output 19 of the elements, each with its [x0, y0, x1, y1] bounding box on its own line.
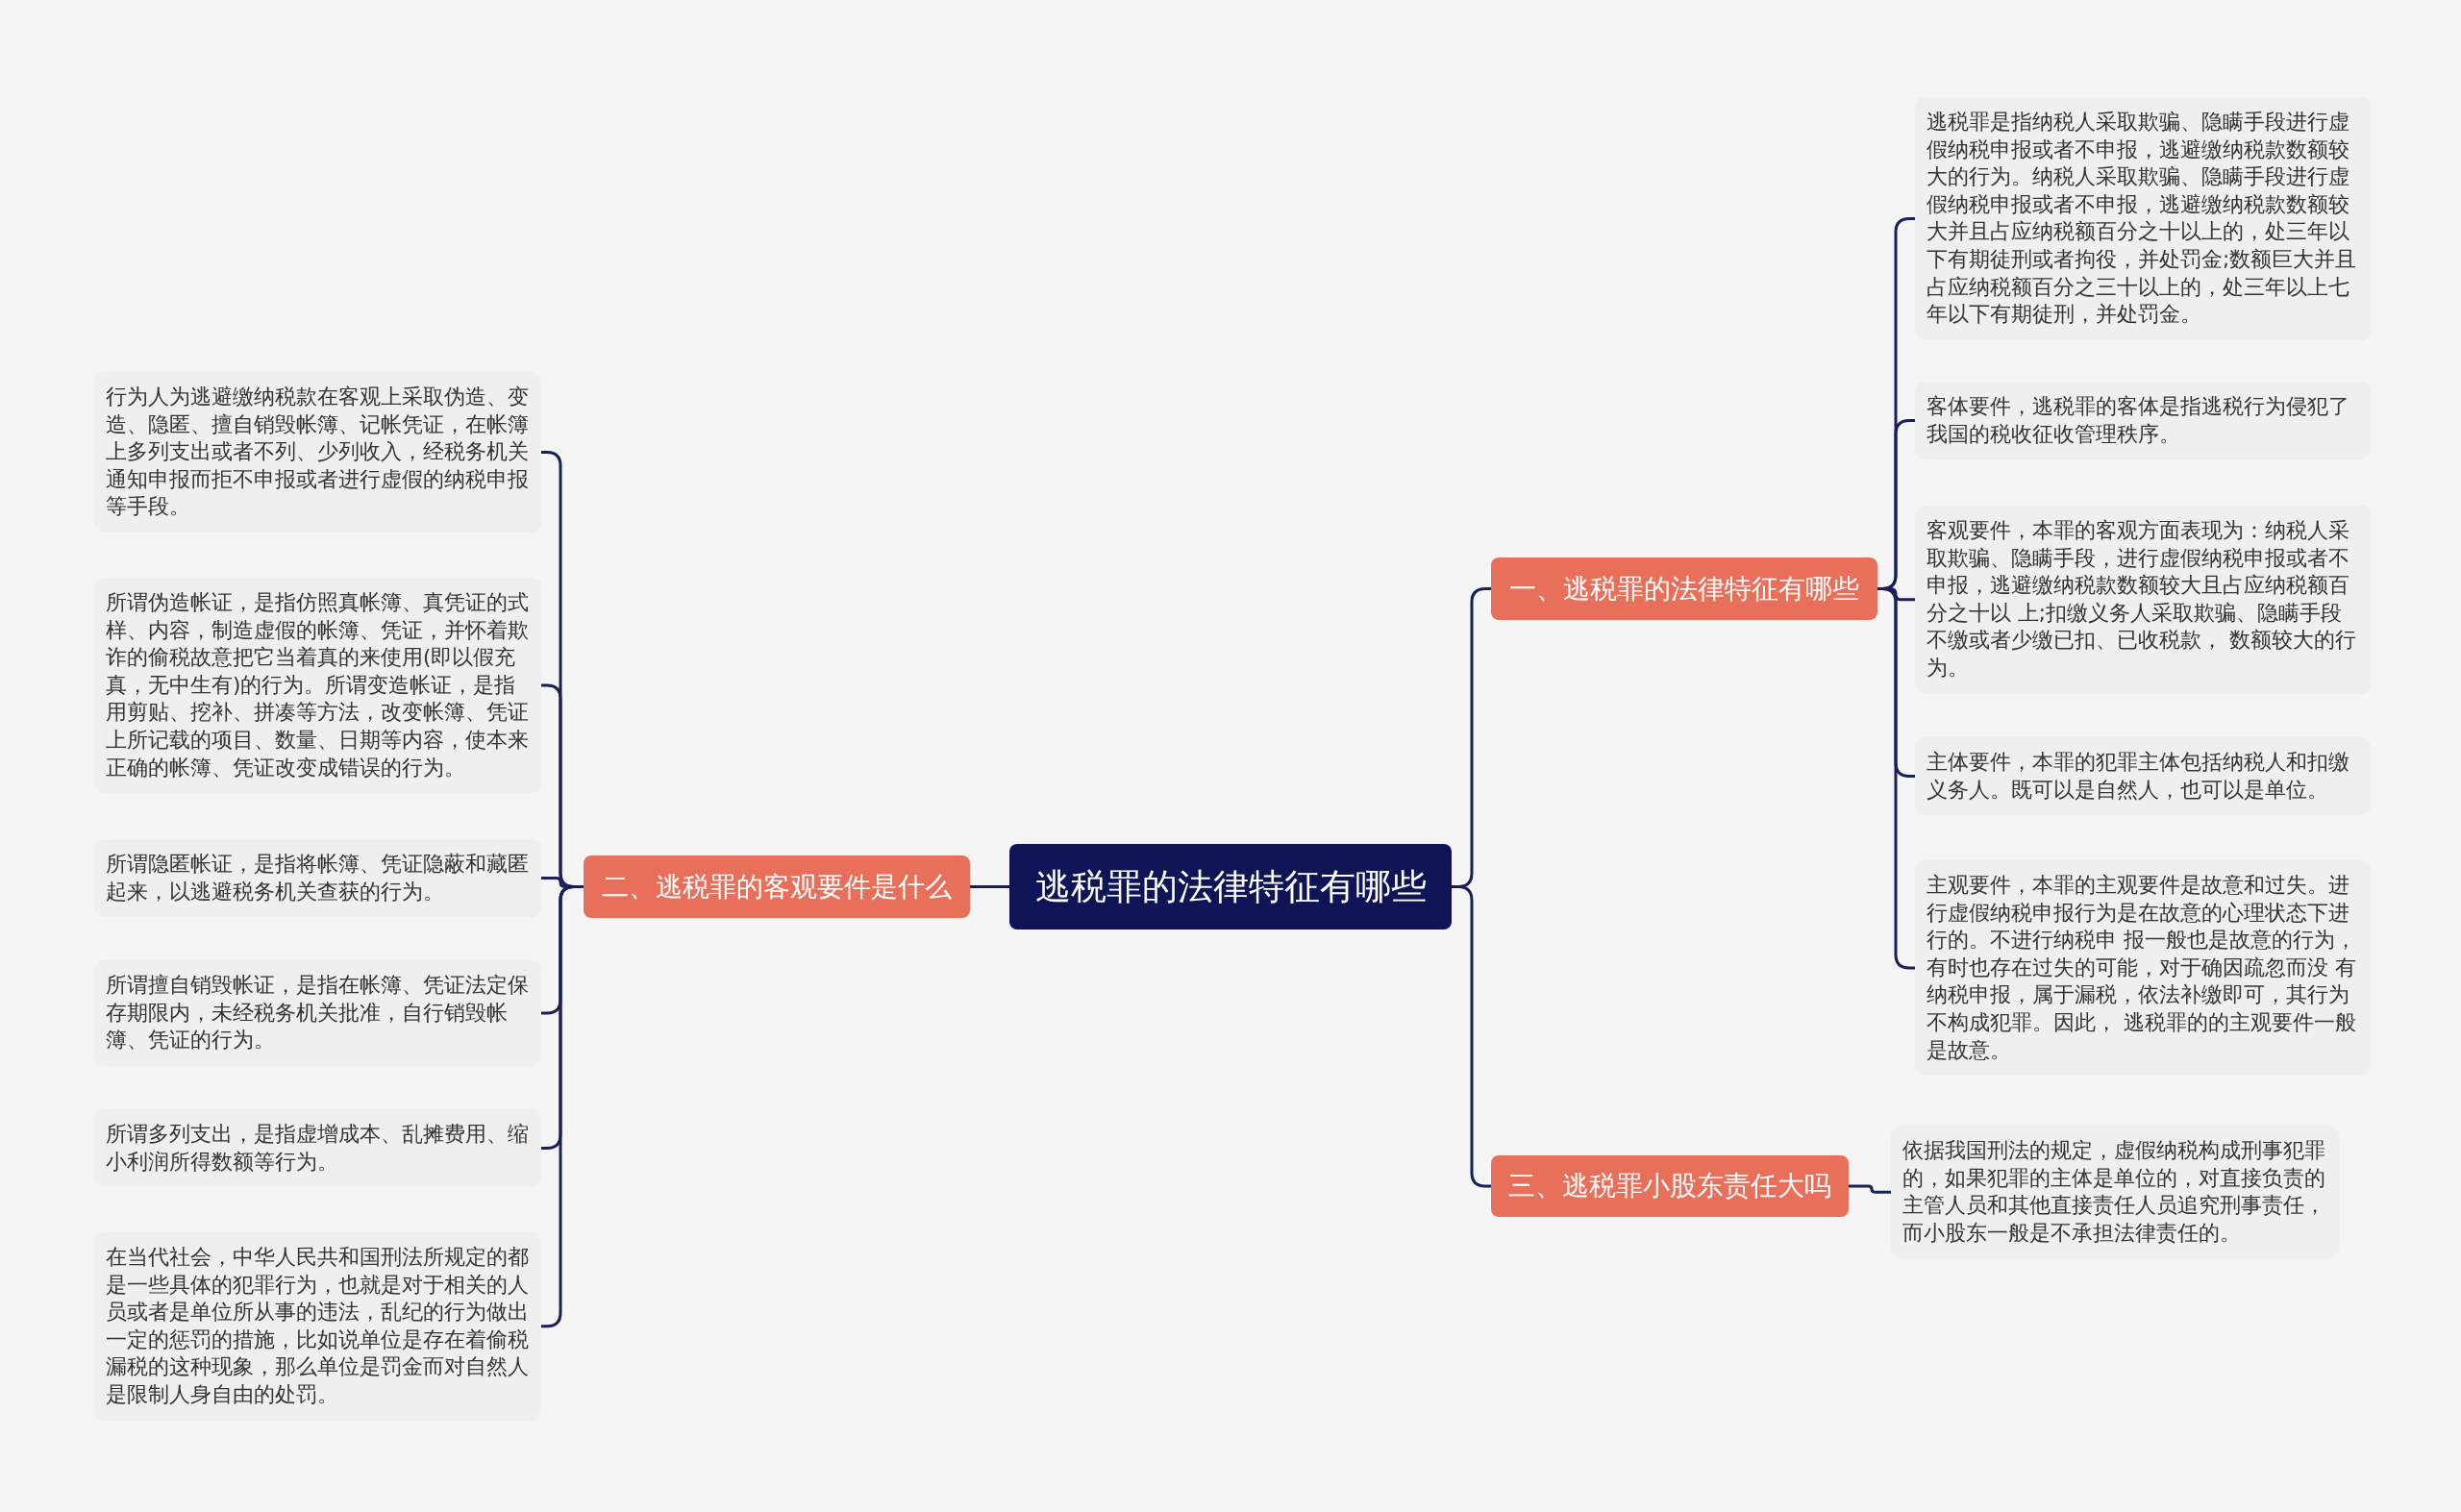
- branch-topic-box: 二、逃税罪的客观要件是什么: [584, 855, 970, 918]
- text-card: 主观要件，本罪的主观要件是故意和过失。进行虚假纳税申报行为是在故意的心理状态下进行的。不进行纳税申 报一般也是故意的行为，有时也存在过失的可能，对于确因疏忽而没 有纳税申报，属于漏税，依法补缴即可，其行为不构成犯罪。因此， 逃税罪的的主观要件一般是故意。: [1915, 860, 2371, 1077]
- text-card: 客体要件，逃税罪的客体是指逃税行为侵犯了我国的税收征收管理秩序。: [1915, 382, 2371, 460]
- connector-line: [1849, 1184, 1891, 1194]
- central-topic-box: 逃税罪的法律特征有哪些: [1009, 844, 1452, 930]
- text-card: 所谓多列支出，是指虚增成本、乱摊费用、缩小利润所得数额等行为。: [94, 1109, 541, 1188]
- text-card: 所谓伪造帐证，是指仿照真帐簿、真凭证的式样、内容，制造虚假的帐簿、凭证，并怀着欺诈的偷税故意把它当着真的来使用(即以假充真，无中生有)的行为。所谓变造帐证，是指用剪贴、挖补、拼凑等方法，改变帐簿、凭证上所记载的项目、数量、日期等内容，使本来正确的帐簿、凭证改变成错误的行为。: [94, 578, 541, 794]
- text-card: 所谓擅自销毁帐证，是指在帐簿、凭证法定保存期限内，未经税务机关批准，自行销毁帐簿、凭证的行为。: [94, 960, 541, 1066]
- connector-line: [970, 885, 1009, 888]
- text-card: 逃税罪是指纳税人采取欺骗、隐瞒手段进行虚假纳税申报或者不申报，逃避缴纳税款数额较大的行为。纳税人采取欺骗、隐瞒手段进行虚假纳税申报或者不申报，逃避缴纳税款数额较大并且占应纳税额百分之十以上的，处三年以下有期徒刑或者拘役，并处罚金;数额巨大并且占应纳税额百分之三十以上的，处三年以上七年以下有期徒刑，并处罚金。: [1915, 97, 2371, 340]
- connector-line: [541, 885, 584, 1328]
- text-card: 客观要件，本罪的客观方面表现为：纳税人采取欺骗、隐瞒手段，进行虚假纳税申报或者不申报，逃避缴纳税款数额较大且占应纳税额百分之十以 上;扣缴义务人采取欺骗、隐瞒手段不缴或者少缴已扣、已收税款， 数额较大的行为。: [1915, 506, 2371, 694]
- text-card: 依据我国刑法的规定，虚假纳税构成刑事犯罪的，如果犯罪的主体是单位的，对直接负责的主管人员和其他直接责任人员追究刑事责任，而小股东一般是不承担法律责任的。: [1891, 1126, 2339, 1259]
- text-card: 在当代社会，中华人民共和国刑法所规定的都是一些具体的犯罪行为，也就是对于相关的人员或者是单位所从事的违法，乱纪的行为做出一定的惩罚的措施，比如说单位是存在着偷税漏税的这种现象，那么单位是罚金而对自然人是限制人身自由的处罚。: [94, 1232, 541, 1421]
- text-card: 所谓隐匿帐证，是指将帐簿、凭证隐蔽和藏匿起来，以逃避税务机关查获的行为。: [94, 839, 541, 918]
- branch-topic-box: 三、逃税罪小股东责任大吗: [1491, 1155, 1849, 1217]
- text-card: 行为人为逃避缴纳税款在客观上采取伪造、变造、隐匿、擅自销毁帐簿、记帐凭证，在帐簿上多列支出或者不列、少列收入，经税务机关通知申报而拒不申报或者进行虚假的纳税申报等手段。: [94, 372, 541, 533]
- text-card: 主体要件，本罪的犯罪主体包括纳税人和扣缴义务人。既可以是自然人，也可以是单位。: [1915, 737, 2371, 816]
- branch-topic-box: 一、逃税罪的法律特征有哪些: [1491, 558, 1877, 620]
